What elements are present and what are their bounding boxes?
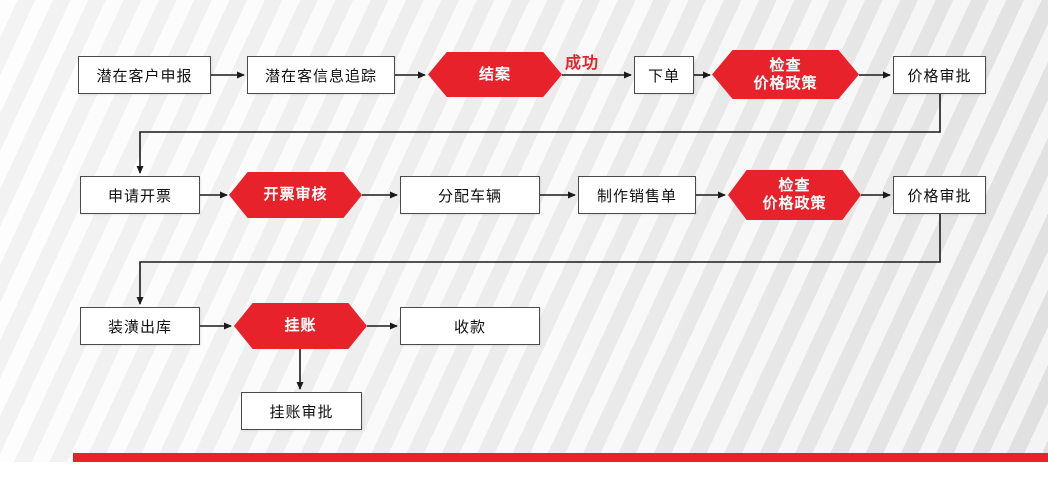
node-label: 下单 xyxy=(647,67,680,85)
node-label: 挂账审批 xyxy=(269,403,334,421)
node-make-sales-order: 制作销售单 xyxy=(578,176,696,214)
node-label: 开票审核 xyxy=(263,186,328,203)
edge-label-success: 成功 xyxy=(565,55,600,72)
node-label: 潜在客信息追踪 xyxy=(264,67,377,85)
node-invoice-review: 开票审核 xyxy=(229,172,362,218)
node-label: 分配车辆 xyxy=(437,187,502,205)
connector-row2-row3 xyxy=(136,214,941,305)
node-place-order: 下单 xyxy=(634,56,694,94)
node-check-price-policy-2: 检查 价格政策 xyxy=(728,170,861,220)
node-receive-payment: 收款 xyxy=(400,307,540,345)
node-pending-account-approval: 挂账审批 xyxy=(241,392,362,430)
node-label: 潜在客户申报 xyxy=(96,67,193,85)
node-label: 检查 价格政策 xyxy=(762,177,827,212)
node-label: 收款 xyxy=(453,318,486,336)
node-price-approval-2: 价格审批 xyxy=(893,176,986,214)
node-potential-customer-report: 潜在客户申报 xyxy=(78,56,211,94)
node-close-case: 结案 xyxy=(428,52,562,97)
node-assign-vehicle: 分配车辆 xyxy=(400,176,540,214)
node-label: 装潢出库 xyxy=(107,318,172,336)
node-potential-customer-tracking: 潜在客信息追踪 xyxy=(247,56,395,94)
node-pending-account: 挂账 xyxy=(234,303,367,349)
node-label: 价格审批 xyxy=(907,67,972,85)
node-label: 检查 价格政策 xyxy=(753,56,818,92)
node-label: 申请开票 xyxy=(107,187,172,205)
node-label: 制作销售单 xyxy=(596,187,677,205)
node-label: 价格审批 xyxy=(907,187,972,205)
node-check-price-policy-1: 检查 价格政策 xyxy=(712,50,859,99)
connector-row1-row2 xyxy=(136,94,941,174)
node-label: 挂账 xyxy=(284,317,317,334)
node-price-approval-1: 价格审批 xyxy=(893,56,986,94)
node-label: 结案 xyxy=(478,65,511,83)
node-decoration-outbound: 装潢出库 xyxy=(80,307,200,345)
footer-white-strip xyxy=(0,462,1048,478)
node-apply-invoice: 申请开票 xyxy=(80,176,200,214)
footer-accent-bar xyxy=(73,453,1048,462)
